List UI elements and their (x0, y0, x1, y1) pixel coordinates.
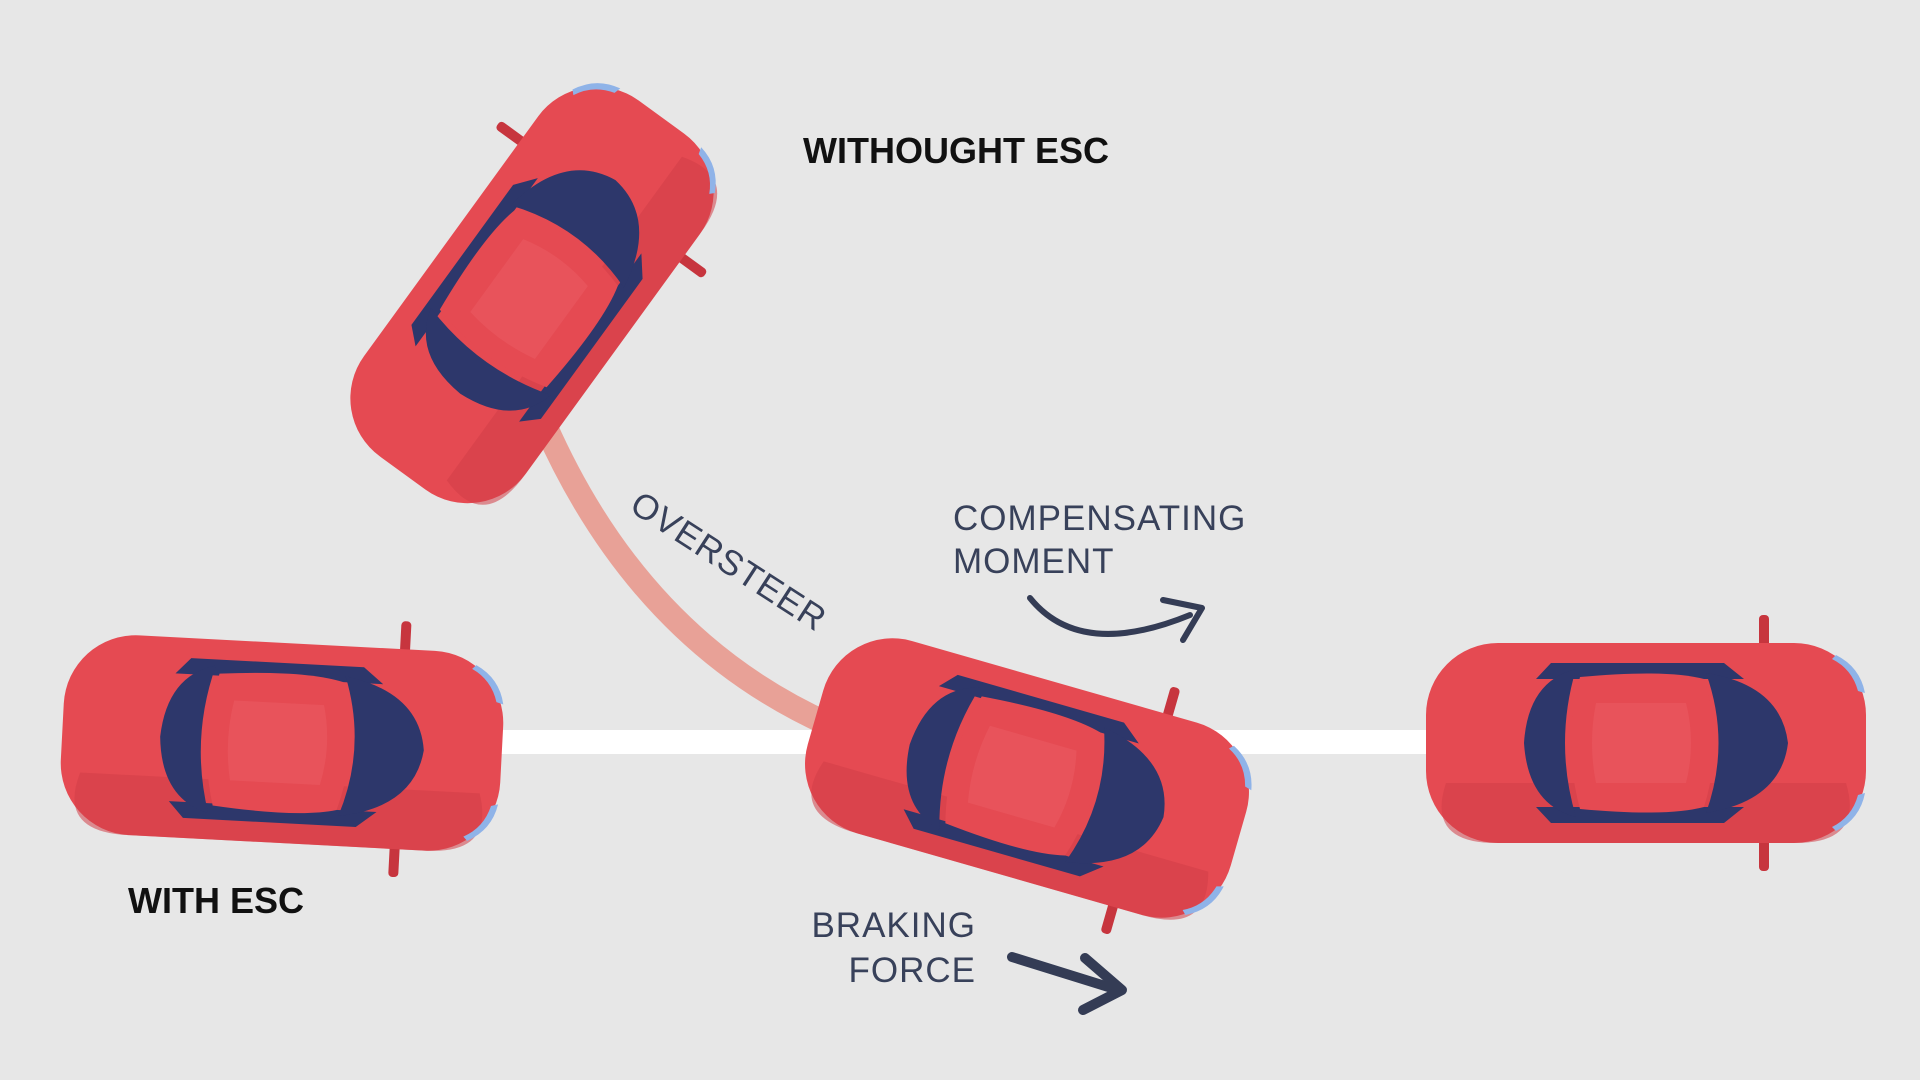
label-oversteer: OVERSTEER (624, 484, 834, 639)
braking-force-arrow (1007, 952, 1127, 1015)
label-compensating-moment-line1: COMPENSATING (953, 499, 1246, 538)
compensating-moment-arrow (1027, 595, 1205, 643)
label-with-esc: WITH ESC (128, 880, 304, 921)
label-braking-force-line2: FORCE (849, 951, 977, 990)
label-without-esc: WITHOUGHT ESC (803, 130, 1109, 171)
oversteer-path (533, 413, 842, 737)
car-without-esc (299, 41, 765, 549)
car-with-esc-right (1426, 615, 1866, 871)
label-braking-force-line1: BRAKING (811, 906, 976, 945)
label-compensating-moment-line2: MOMENT (953, 542, 1115, 581)
car-with-esc-left (55, 603, 509, 883)
